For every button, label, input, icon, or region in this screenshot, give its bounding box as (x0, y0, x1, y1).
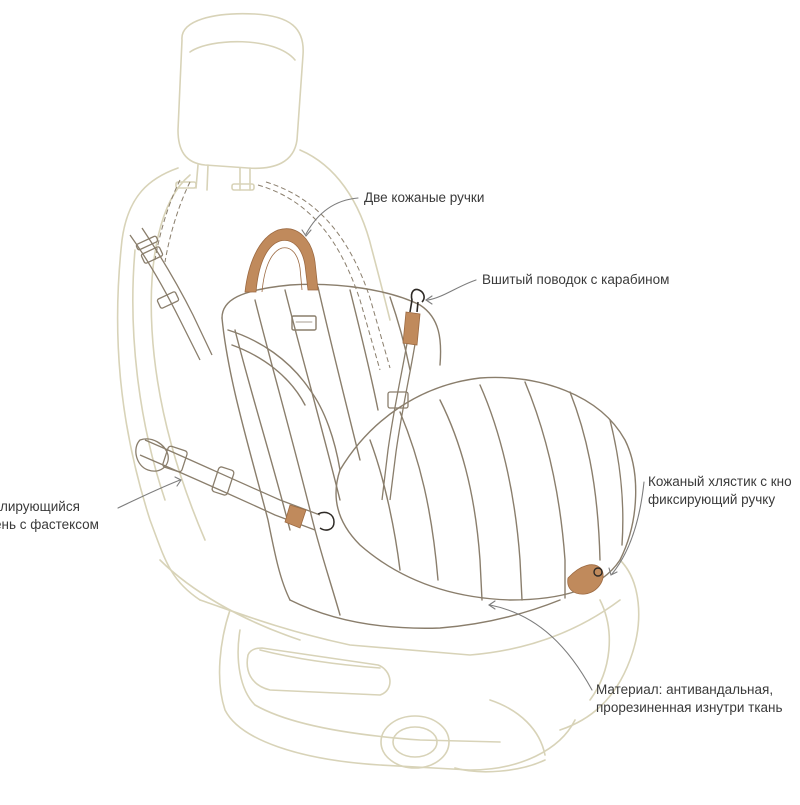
brand-patch (291, 315, 317, 331)
pointer-material (489, 604, 593, 691)
backrest (116, 167, 201, 601)
pointer-leash (427, 279, 477, 301)
waist-belt (135, 438, 321, 531)
label-leash: Вшитый поводок с карабином (482, 271, 669, 289)
carrier-back (221, 283, 442, 366)
car-seat (116, 12, 640, 773)
pointer-strap (611, 481, 645, 575)
belt-leather-tab (284, 504, 307, 529)
label-material: Материал: антивандальная, прорезиненная … (596, 681, 783, 717)
carrier-bag (221, 283, 637, 629)
seat-knob (380, 715, 450, 769)
label-leash-text: Вшитый поводок с карабином (482, 272, 670, 287)
label-belt-line-2: ень с фастексом (0, 517, 99, 532)
leash-leather-tab (402, 311, 421, 346)
leather-strap-button (567, 564, 604, 595)
side-strap (129, 227, 213, 361)
label-material-line-1: Материал: антивандальная, (596, 682, 774, 697)
label-strap-line-1: Кожаный хлястик с кно (648, 474, 792, 489)
carabiner (409, 288, 425, 313)
seat-base (218, 609, 576, 771)
seat-lever (246, 647, 391, 696)
label-material-line-2: прорезиненная изнутри ткань (596, 700, 783, 715)
label-belt-line-1: лирующийся (0, 499, 80, 514)
label-strap-line-2: фиксирующий ручку (648, 492, 776, 507)
label-strap: Кожаный хлястик с кно фиксирующий ручку (648, 473, 792, 509)
carrier-front-roll (335, 376, 637, 601)
belt-clip (317, 511, 335, 531)
pointer-belt (117, 479, 181, 509)
label-handles: Две кожаные ручки (364, 189, 484, 207)
pointer-lines (117, 197, 645, 691)
buckle-fastex (135, 438, 169, 472)
headrest (177, 12, 304, 170)
leather-handles (244, 228, 319, 293)
label-belt: лирующийся ень с фастексом (0, 498, 99, 534)
label-handles-text: Две кожаные ручки (364, 190, 485, 205)
pointer-handles (305, 197, 359, 235)
